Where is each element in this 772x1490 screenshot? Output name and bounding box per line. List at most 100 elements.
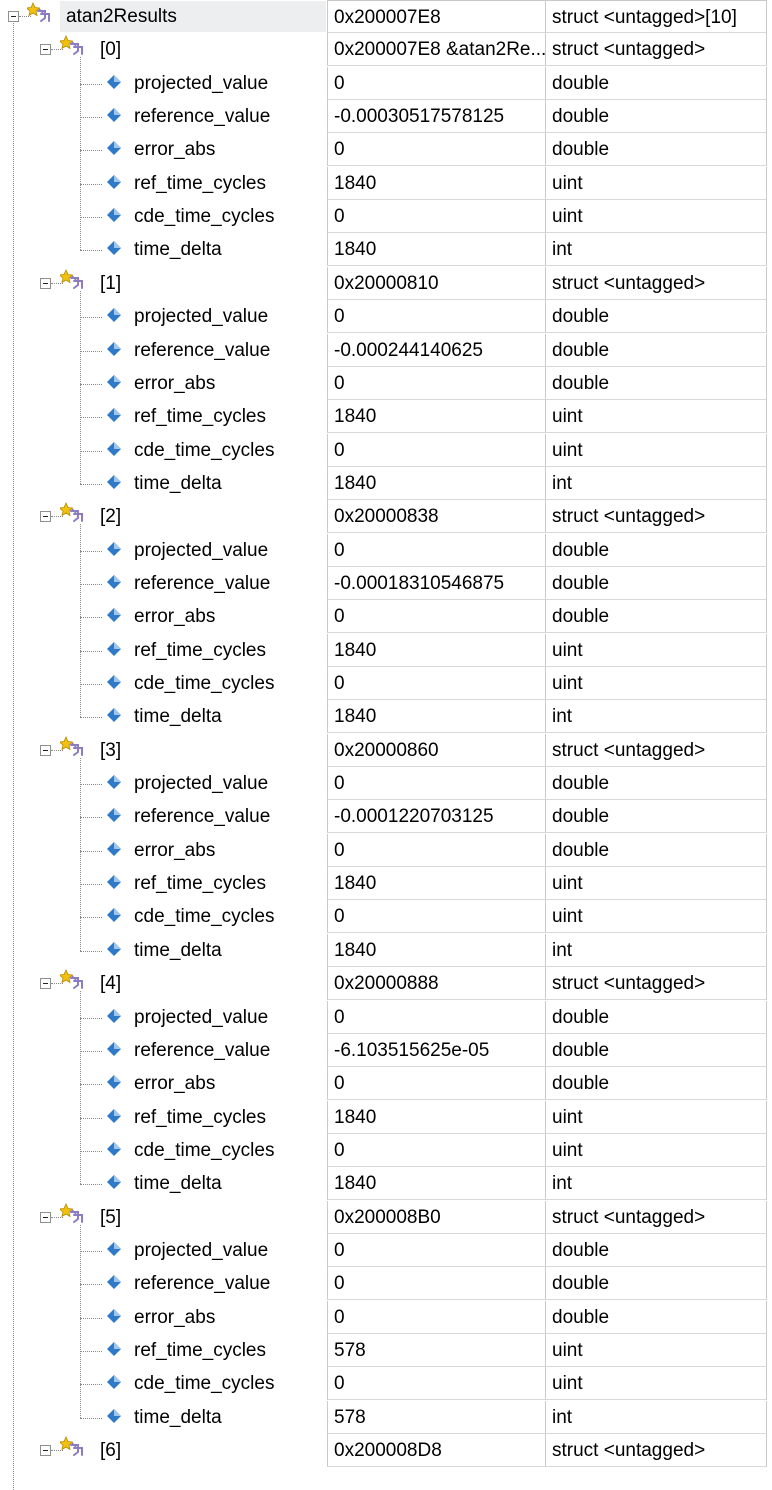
value-cell[interactable]: 1840 — [327, 467, 545, 501]
value-cell[interactable]: 0x200008D8 — [327, 1434, 545, 1468]
value-cell[interactable]: 1840 — [327, 700, 545, 734]
value-cell[interactable]: 0 — [327, 300, 545, 334]
value-cell[interactable]: 0 — [327, 434, 545, 468]
collapse-toggle-icon[interactable] — [8, 11, 19, 22]
value-cell[interactable]: -6.103515625e-05 — [327, 1034, 545, 1068]
value-cell[interactable]: 1840 — [327, 167, 545, 201]
value-cell[interactable]: 0x20000888 — [327, 967, 545, 1001]
element-index: [2] — [100, 506, 122, 527]
value-cell[interactable]: 0x200007E8 &atan2Re... — [327, 33, 545, 67]
value-cell[interactable]: 0x200007E8 — [327, 0, 545, 34]
value-cell[interactable]: 0 — [327, 667, 545, 701]
name-cell: [0] — [0, 33, 326, 66]
value-cell[interactable]: 0 — [327, 1134, 545, 1168]
value-cell[interactable]: 1840 — [327, 400, 545, 434]
value-cell[interactable]: 0 — [327, 67, 545, 101]
value-cell[interactable]: 1840 — [327, 233, 545, 267]
value-cell[interactable]: 0 — [327, 133, 545, 167]
value-cell[interactable]: 1840 — [327, 1167, 545, 1201]
collapse-toggle-icon[interactable] — [40, 511, 51, 522]
value-cell[interactable]: 0x20000838 — [327, 500, 545, 534]
value-cell[interactable]: 1840 — [327, 934, 545, 968]
value-cell[interactable]: 0 — [327, 767, 545, 801]
value-cell[interactable]: 0 — [327, 1067, 545, 1101]
watch-row-element[interactable]: [0]0x200007E8 &atan2Re...struct <untagge… — [0, 33, 772, 67]
value-cell[interactable]: 0 — [327, 200, 545, 234]
value-cell[interactable]: 0 — [327, 534, 545, 568]
field-variable-icon — [106, 674, 122, 690]
value-cell[interactable]: 1840 — [327, 634, 545, 668]
field-name: ref_time_cycles — [134, 1107, 266, 1128]
value-cell[interactable]: 0 — [327, 834, 545, 868]
value-cell[interactable]: 0x20000810 — [327, 267, 545, 301]
value-cell[interactable]: 0 — [327, 1267, 545, 1301]
value-cell[interactable]: 0 — [327, 1234, 545, 1268]
value-cell[interactable]: 0 — [327, 367, 545, 401]
value-cell[interactable]: 0 — [327, 1367, 545, 1401]
value-cell[interactable]: 0 — [327, 600, 545, 634]
value-cell[interactable]: -0.000244140625 — [327, 334, 545, 368]
value-cell[interactable]: 578 — [327, 1334, 545, 1368]
value-cell[interactable]: 1840 — [327, 1101, 545, 1135]
collapse-toggle-icon[interactable] — [40, 745, 51, 756]
collapse-toggle-icon[interactable] — [40, 1445, 51, 1456]
collapse-toggle-icon[interactable] — [40, 1212, 51, 1223]
collapse-toggle-icon[interactable] — [40, 44, 51, 55]
value-cell[interactable]: 0x20000860 — [327, 734, 545, 768]
value-cell[interactable]: 0x200008B0 — [327, 1201, 545, 1235]
collapse-toggle-icon[interactable] — [40, 978, 51, 989]
value-cell[interactable]: 0 — [327, 1001, 545, 1035]
value-cell[interactable]: 0 — [327, 900, 545, 934]
value-cell[interactable]: -0.00030517578125 — [327, 100, 545, 134]
value-cell[interactable]: -0.0001220703125 — [327, 800, 545, 834]
collapse-toggle-icon[interactable] — [40, 278, 51, 289]
value-cell[interactable]: 0 — [327, 1301, 545, 1335]
value-cell[interactable]: -0.00018310546875 — [327, 567, 545, 601]
value-cell[interactable]: 578 — [327, 1401, 545, 1435]
value-cell[interactable]: 1840 — [327, 867, 545, 901]
